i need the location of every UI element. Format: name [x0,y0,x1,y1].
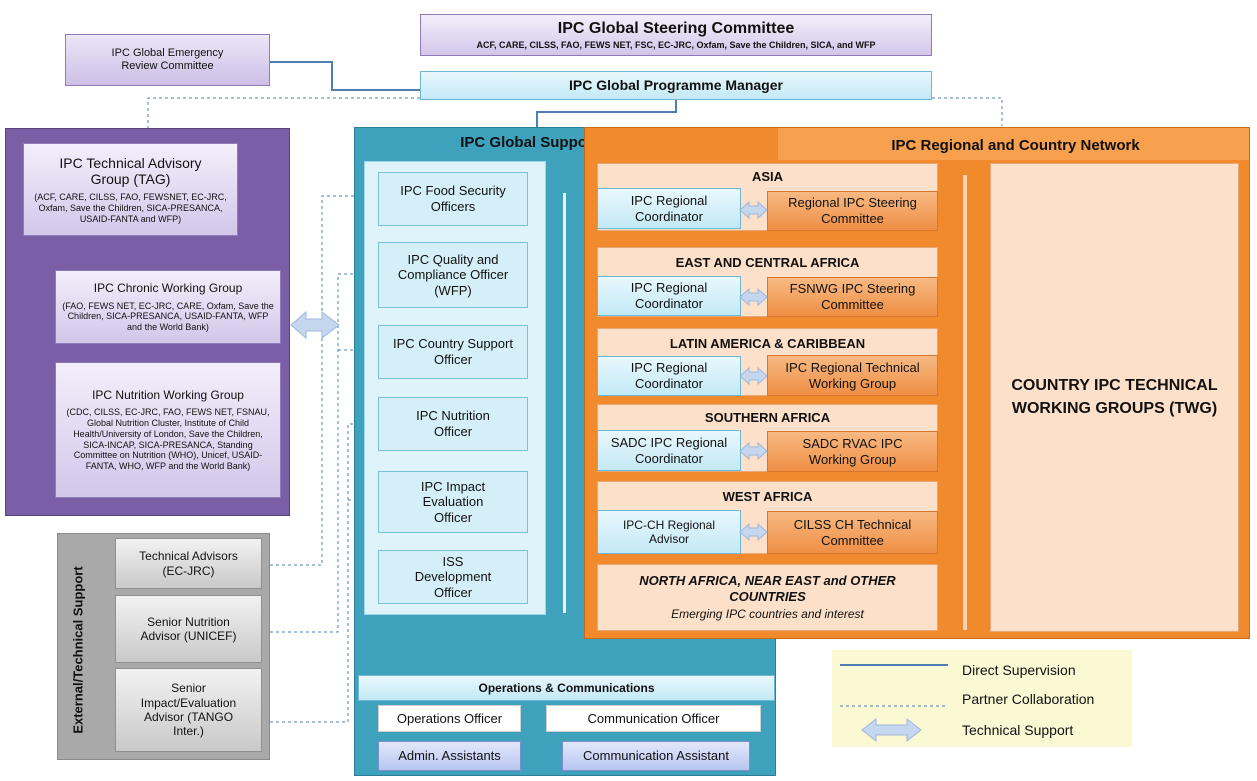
region-sa-coordinator: SADC IPC Regional Coordinator [597,430,741,471]
region-lac-name: LATIN AMERICA & CARIBBEAN [669,336,866,351]
programme-manager-label: IPC Global Programme Manager [569,77,783,94]
emergency-review-label: IPC Global Emergency Review Committee [111,46,224,72]
network-divider [963,175,967,630]
emergency-review-box: IPC Global Emergency Review Committee [65,34,270,86]
steering-committee-box: IPC Global Steering Committee ACF, CARE,… [420,14,932,56]
steering-committee-title: IPC Global Steering Committee [557,20,795,37]
officer-quality-compliance: IPC Quality and Compliance Officer (WFP) [378,242,528,308]
region-eca-committee: FSNWG IPC Steering Committee [767,277,938,317]
nutrition-working-group-members: (CDC, CILSS, EC-JRC, FAO, FEWS NET, FSNA… [66,407,270,472]
technical-advisors-box: Technical Advisors (EC-JRC) [115,538,262,589]
officer-impact-evaluation: IPC Impact Evaluation Officer [378,471,528,533]
gsu-divider [563,193,566,613]
operations-officer-box: Operations Officer [378,705,521,732]
region-lac-coordinator: IPC Regional Coordinator [597,356,741,396]
gsu-officers-column [364,161,546,615]
admin-assistants-box: Admin. Assistants [378,741,521,771]
partner-line-ext-1 [270,195,377,566]
nutrition-working-group-title: IPC Nutrition Working Group [92,387,244,402]
region-sa-name: SOUTHERN AFRICA [704,410,831,425]
legend-direct-label: Direct Supervision [962,662,1076,678]
partner-line-tag [147,97,420,128]
region-asia-coordinator: IPC Regional Coordinator [597,188,741,229]
region-wa-coordinator: IPC-CH Regional Advisor [597,510,741,554]
senior-impact-advisor-box: Senior Impact/Evaluation Advisor (TANGO … [115,668,262,752]
legend-partner-label: Partner Collaboration [962,691,1095,707]
officer-country-support: IPC Country Support Officer [378,325,528,379]
region-other-countries: NORTH AFRICA, NEAR EAST and OTHER COUNTR… [597,564,938,631]
other-countries-title: NORTH AFRICA, NEAR EAST and OTHER COUNTR… [639,573,896,604]
network-title: IPC Regional and Country Network [891,137,1140,154]
partner-line-network [932,97,1003,126]
region-asia-committee: Regional IPC Steering Committee [767,191,938,231]
chronic-working-group-members: (FAO, FEWS NET, EC-JRC, CARE, Oxfam, Sav… [62,300,274,333]
region-wa-name: WEST AFRICA [722,489,813,504]
external-support-label: External/Technical Support [70,566,86,734]
region-wa-committee: CILSS CH Technical Committee [767,511,938,554]
officer-nutrition: IPC Nutrition Officer [378,397,528,451]
chronic-working-group-title: IPC Chronic Working Group [93,281,243,296]
nutrition-working-group-box: IPC Nutrition Working Group (CDC, CILSS,… [55,362,281,498]
chronic-working-group-box: IPC Chronic Working Group (FAO, FEWS NET… [55,270,281,344]
officer-iss-development: ISS Development Officer [378,550,528,604]
supervision-line-gsu [536,100,677,128]
region-asia-name: ASIA [751,169,784,184]
officer-food-security: IPC Food Security Officers [378,172,528,226]
region-sa-committee: SADC RVAC IPC Working Group [767,431,938,472]
network-header [778,128,1249,160]
other-countries-subtitle: Emerging IPC countries and interest [671,607,864,622]
communication-assistant-box: Communication Assistant [562,741,750,771]
country-twg-box: COUNTRY IPC TECHNICAL WORKING GROUPS (TW… [990,163,1239,632]
supervision-line-emergency [270,61,420,91]
ops-comms-box: Operations & Communications [358,675,775,701]
communication-officer-box: Communication Officer [546,705,761,732]
region-lac-committee: IPC Regional Technical Working Group [767,355,938,396]
tag-members: (ACF, CARE, CILSS, FAO, FEWSNET, EC-JRC,… [34,192,227,224]
steering-committee-members: ACF, CARE, CILSS, FAO, FEWS NET, FSC, EC… [476,40,876,51]
region-eca-name: EAST AND CENTRAL AFRICA [675,255,860,270]
senior-nutrition-advisor-box: Senior Nutrition Advisor (UNICEF) [115,595,262,663]
tag-title: IPC Technical Advisory Group (TAG) [59,154,202,188]
legend-technical-label: Technical Support [962,722,1074,738]
country-twg-label: COUNTRY IPC TECHNICAL WORKING GROUPS (TW… [1011,377,1218,417]
tag-box: IPC Technical Advisory Group (TAG) (ACF,… [23,143,238,236]
programme-manager-box: IPC Global Programme Manager [420,71,932,100]
region-eca-coordinator: IPC Regional Coordinator [597,276,741,316]
